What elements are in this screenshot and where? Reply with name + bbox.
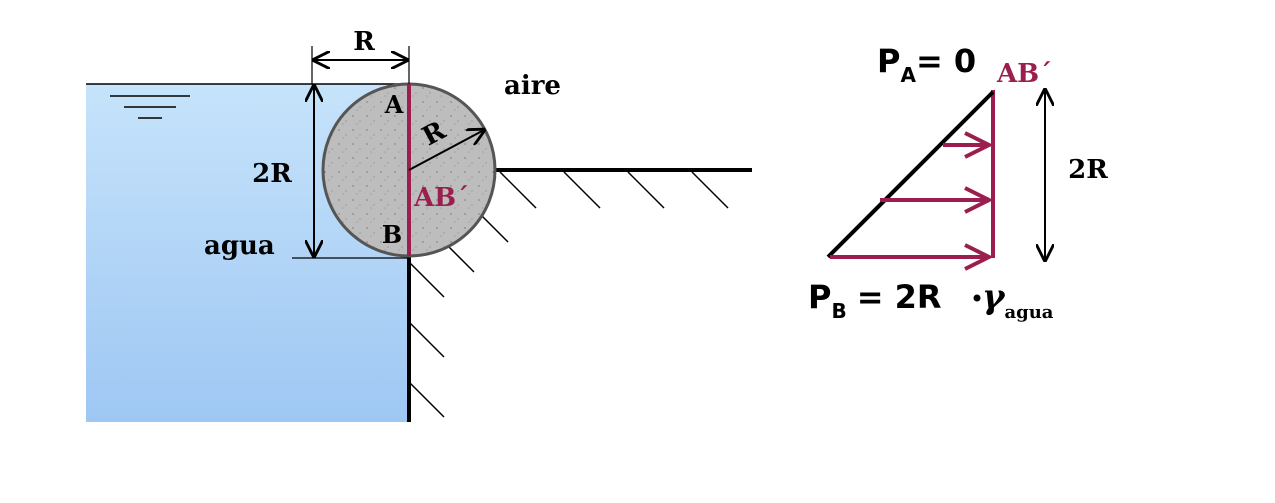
pa-symbol: P [877,42,900,80]
right-figure: PA= 0 AB´ 2R PB= 2R γagua [808,42,1108,323]
free-surface-icon [110,95,190,119]
point-a-label: A [384,90,404,119]
gamma-term: γagua [982,277,1054,323]
height-2r-label: 2R [1068,155,1108,185]
dim-2r-label: 2R [252,159,292,189]
pressure-arrow [880,186,994,214]
pressure-arrow [943,131,994,159]
dim-r-label: R [353,27,375,57]
pb-subscript: B [831,299,846,323]
radius-arrow [408,130,484,171]
left-figure: R 2R R A B AB´ aire agua [86,27,752,422]
air-label: aire [504,71,561,101]
gamma-symbol: γ [982,277,1006,317]
pa-subscript: A [900,63,916,87]
pa-value: = 0 [916,42,976,80]
water-label: agua [204,231,275,261]
pressure-triangle-edge [826,90,995,259]
surface-ab-label: AB´ [413,183,469,213]
pb-equation: PB = 2R [808,278,942,323]
ground-hatching [499,171,729,209]
gamma-subscript: agua [1004,302,1053,323]
surface-ab-label-right: AB´ [996,59,1052,89]
pressure-arrow [830,243,994,271]
pb-value: = 2R [857,278,942,316]
pressure-arrows [830,131,994,271]
pa-equation: PA= 0 [877,42,976,87]
pb-symbol: P [808,278,831,316]
multiplication-dot-icon [973,294,981,302]
point-b-label: B [382,220,402,249]
